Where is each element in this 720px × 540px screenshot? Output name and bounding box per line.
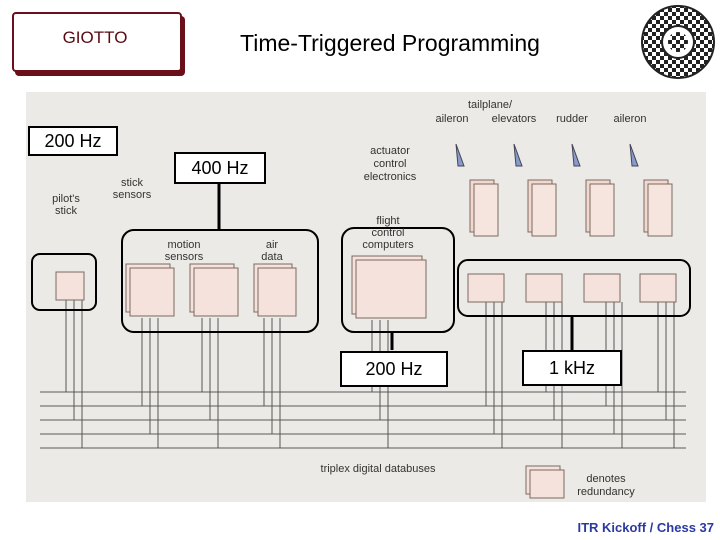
svg-text:sensors: sensors: [165, 251, 204, 263]
svg-text:pilot's: pilot's: [52, 193, 80, 205]
svg-text:control: control: [371, 227, 404, 239]
rate-links: [217, 184, 574, 350]
svg-text:sensors: sensors: [113, 189, 152, 201]
svg-text:air: air: [266, 239, 279, 251]
redundancy-units: [55, 255, 677, 499]
giotto-label: GIOTTO: [62, 28, 128, 47]
chess-logo-icon: [641, 5, 715, 79]
svg-text:flight: flight: [376, 215, 399, 227]
servo-stacks: [469, 179, 673, 237]
rate-label-sensors: 400 Hz: [174, 152, 266, 184]
rate-label-actuators: 1 kHz: [522, 350, 622, 386]
flight-control-diagram: tailplane/ aileron elevators rudder aile…: [26, 92, 706, 502]
svg-text:rudder: rudder: [556, 113, 588, 125]
svg-text:tailplane/: tailplane/: [468, 99, 513, 111]
diagram-labels: tailplane/ aileron elevators rudder aile…: [52, 99, 646, 498]
svg-text:computers: computers: [362, 239, 414, 251]
svg-text:data: data: [261, 251, 283, 263]
rate-label-pilot: 200 Hz: [28, 126, 118, 156]
slide-footer: ITR Kickoff / Chess 37: [577, 520, 714, 535]
svg-text:aileron: aileron: [613, 113, 646, 125]
giotto-badge: [12, 12, 182, 72]
svg-text:triplex digital databuses: triplex digital databuses: [321, 463, 436, 475]
control-surfaces: [455, 143, 639, 167]
svg-text:redundancy: redundancy: [577, 486, 635, 498]
svg-text:stick: stick: [121, 177, 144, 189]
svg-text:elevators: elevators: [492, 113, 537, 125]
slide-title: Time-Triggered Programming: [240, 30, 540, 56]
svg-text:actuator: actuator: [370, 145, 410, 157]
svg-text:control: control: [373, 158, 406, 170]
svg-text:stick: stick: [55, 205, 78, 217]
svg-text:aileron: aileron: [435, 113, 468, 125]
svg-text:motion: motion: [167, 239, 200, 251]
svg-text:denotes: denotes: [586, 473, 626, 485]
svg-text:electronics: electronics: [364, 171, 417, 183]
databus-drops: [65, 298, 675, 448]
rate-label-computers: 200 Hz: [340, 351, 448, 387]
